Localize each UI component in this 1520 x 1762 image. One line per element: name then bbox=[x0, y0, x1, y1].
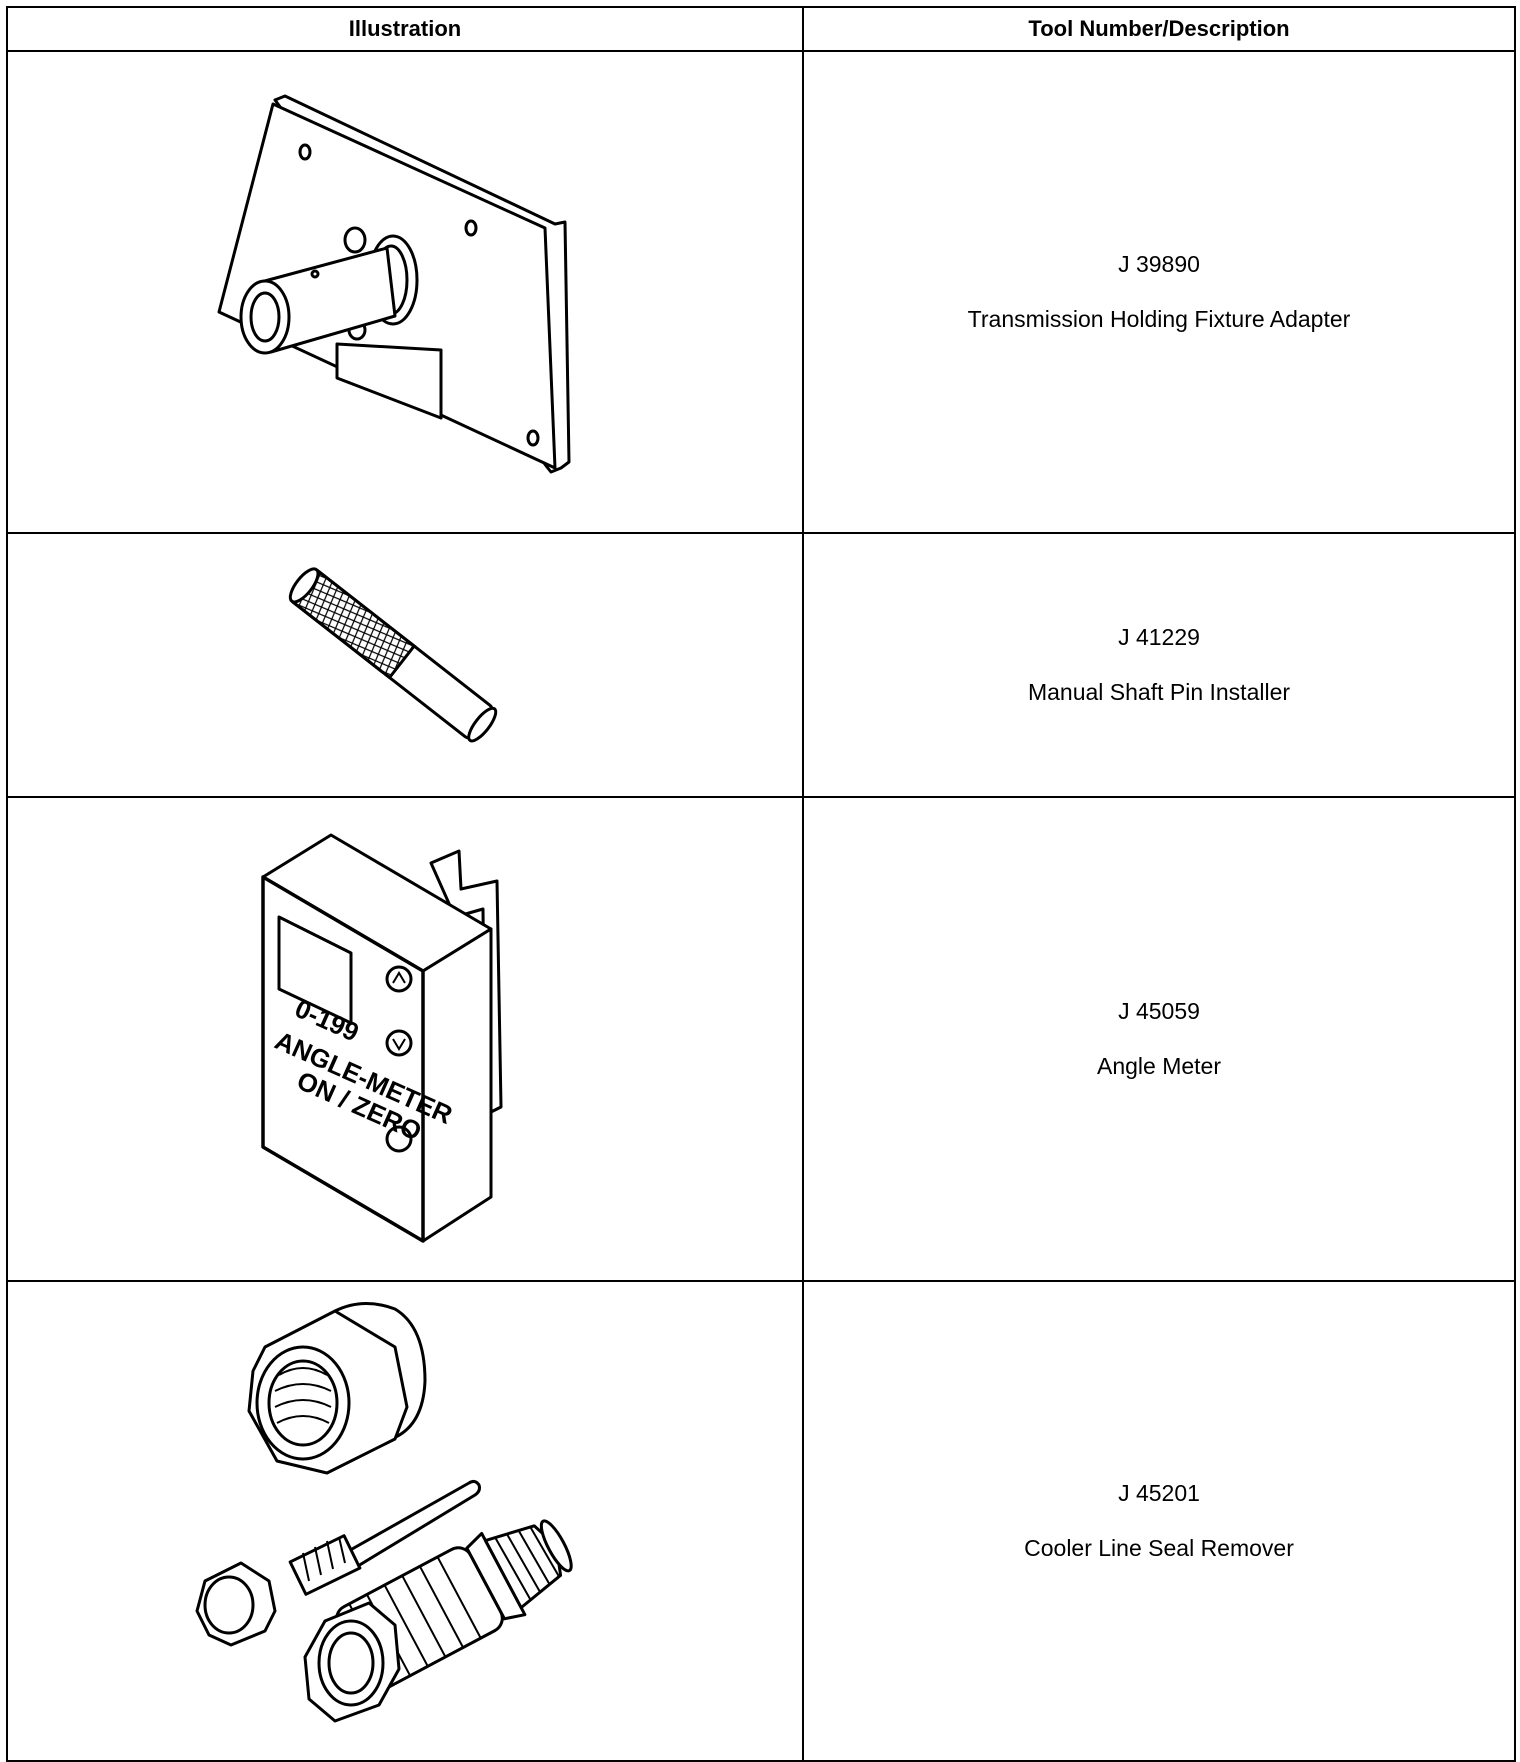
table-header-row: Illustration Tool Number/Description bbox=[6, 6, 1516, 52]
seal-remover-icon bbox=[195, 1302, 573, 1723]
tool-number: J 45201 bbox=[1118, 1480, 1200, 1506]
illustration-cell bbox=[6, 532, 804, 798]
tool-table: Illustration Tool Number/Description bbox=[6, 6, 1516, 1762]
angle-meter-icon: 0-199 ANGLE-METER ON / ZERO bbox=[261, 833, 503, 1243]
table-row: J 41229 Manual Shaft Pin Installer bbox=[6, 532, 1516, 798]
illustration-cell bbox=[6, 1280, 804, 1762]
illustration-cell: 0-199 ANGLE-METER ON / ZERO bbox=[6, 796, 804, 1282]
description-cell: J 45059 Angle Meter bbox=[802, 796, 1516, 1282]
tool-number: J 41229 bbox=[1118, 624, 1200, 650]
tool-description: Angle Meter bbox=[1096, 1053, 1221, 1079]
table-row: J 45201 Cooler Line Seal Remover bbox=[6, 1280, 1516, 1762]
tool-description: Manual Shaft Pin Installer bbox=[1027, 679, 1291, 705]
table-row: J 39890 Transmission Holding Fixture Ada… bbox=[6, 50, 1516, 534]
description-cell: J 39890 Transmission Holding Fixture Ada… bbox=[802, 50, 1516, 534]
header-tool-description: Tool Number/Description bbox=[802, 6, 1516, 52]
tool-number: J 39890 bbox=[1118, 251, 1200, 277]
header-illustration: Illustration bbox=[6, 6, 804, 52]
table-row: 0-199 ANGLE-METER ON / ZERO J 45059 Angl… bbox=[6, 796, 1516, 1282]
tool-number: J 45059 bbox=[1118, 998, 1200, 1024]
holding-fixture-adapter-icon bbox=[217, 94, 571, 474]
pin-installer-icon bbox=[288, 567, 498, 743]
tool-description: Transmission Holding Fixture Adapter bbox=[967, 306, 1351, 332]
tool-description: Cooler Line Seal Remover bbox=[1024, 1535, 1294, 1561]
description-cell: J 45201 Cooler Line Seal Remover bbox=[802, 1280, 1516, 1762]
description-cell: J 41229 Manual Shaft Pin Installer bbox=[802, 532, 1516, 798]
illustration-cell bbox=[6, 50, 804, 534]
